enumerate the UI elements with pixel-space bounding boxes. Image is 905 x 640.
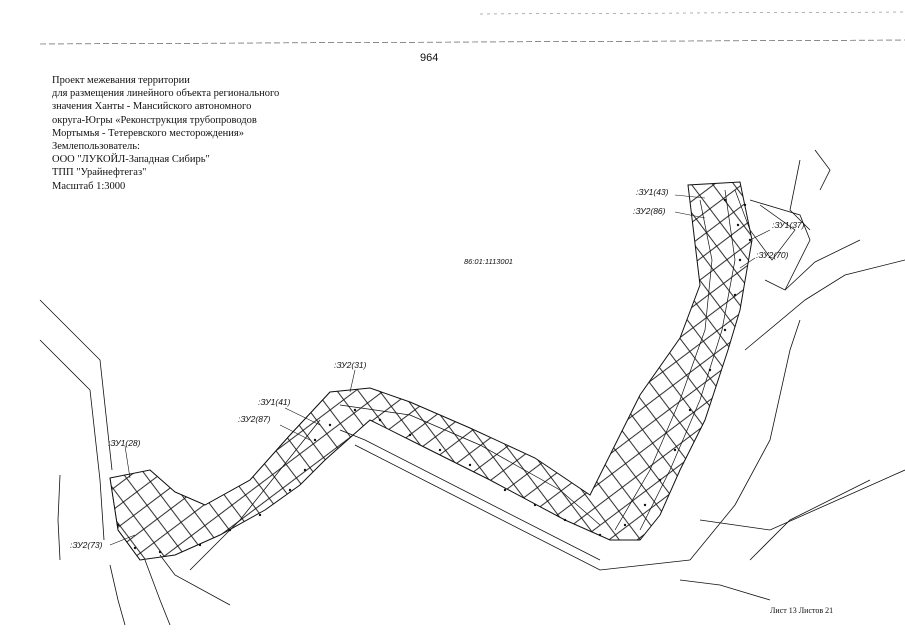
header-line: Проект межевания территории	[52, 75, 190, 86]
plot-label-zu2-70: :ЗУ2(70)	[756, 250, 789, 260]
plot-label-zu1-43: :ЗУ1(43)	[636, 187, 669, 197]
corridor-hatched-area	[109, 181, 753, 561]
plot-label-zu2-73: :ЗУ2(73)	[70, 540, 103, 550]
plot-label-zu1-41: :ЗУ1(41)	[258, 397, 291, 407]
header-line: ТПП "Урайнефтегаз"	[52, 167, 147, 179]
plot-label-zu1-28: :ЗУ1(28)	[108, 438, 141, 448]
header-line: Мортымья - Тетеревского месторождения»	[52, 127, 244, 139]
plot-label-zu2-87: :ЗУ2(87)	[238, 414, 271, 424]
plot-label-zu2-31: :ЗУ2(31)	[334, 360, 367, 370]
header-line: Землепользователь:	[52, 141, 140, 153]
map-header: Проект межевания территории для размещен…	[52, 74, 279, 193]
header-line: значения Ханты - Мансийского автономного	[52, 101, 252, 113]
sheet-info: Лист 13 Листов 21	[770, 606, 834, 615]
label-leaders	[109, 194, 771, 546]
top-border-line	[39, 39, 905, 45]
cadastral-block-number: 86:01:1113001	[464, 257, 513, 266]
corridor-edges	[109, 189, 796, 561]
plot-label-zu1-37: :ЗУ1(37)	[772, 220, 805, 230]
header-line: Масштаб 1:3000	[52, 180, 126, 192]
header-line: для размещения линейного объекта региона…	[52, 88, 280, 100]
page-number: 964	[420, 52, 439, 64]
top-edge-line	[479, 11, 905, 15]
survey-points	[116, 198, 752, 554]
plot-label-zu2-86: :ЗУ2(86)	[633, 206, 666, 216]
header-line: ООО "ЛУКОЙЛ-Западная Сибирь"	[52, 154, 210, 166]
header-line: округа-Югры «Реконструкция трубопроводов	[52, 114, 257, 126]
